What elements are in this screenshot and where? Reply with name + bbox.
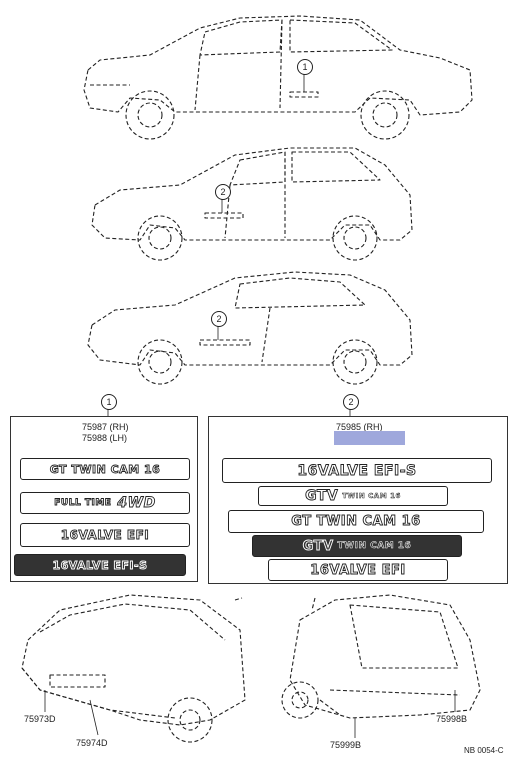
emblem-full-time-text: FULL TIME (54, 498, 112, 509)
redaction-bar (334, 431, 405, 445)
five-door-hatchback-illustration (91, 147, 413, 261)
emblem-16valve-efi-s-large: 16VALVE EFI-S (222, 458, 492, 483)
front-bumper-view-illustration (21, 594, 246, 743)
part-label-75998b: 75998B (436, 714, 468, 724)
figure-code: NB 0054-C (464, 746, 504, 755)
part-label-75973d: 75973D (24, 714, 56, 724)
group1-part-lh: 75988 (LH) (82, 433, 128, 443)
part-label-75999b: 75999B (330, 740, 362, 750)
rear-bumper-view-illustration (281, 594, 481, 719)
callout-2-group-header: 2 (343, 394, 359, 410)
emblem-16valve-efi-large: 16VALVE EFI (268, 559, 448, 581)
emblem-twin-cam-small-text: TWIN CAM 16 (342, 492, 401, 501)
three-door-hatchback-illustration (87, 271, 413, 385)
emblem-16valve-efi: 16VALVE EFI (20, 523, 190, 547)
emblem-gt-twin-cam-16: GT TWIN CAM 16 (20, 458, 190, 480)
emblem-full-time-4wd: FULL TIME 4WD (20, 492, 190, 514)
emblem-gtv-text: GTV (305, 488, 339, 505)
callout-1-on-sedan: 1 (297, 59, 313, 75)
emblem-gtv-twin-cam-16-dark: GTV TWIN CAM 16 (252, 535, 462, 557)
emblem-16valve-efi-s: 16VALVE EFI-S (14, 554, 186, 576)
callout-1-group-header: 1 (101, 394, 117, 410)
emblem-4wd-text: 4WD (117, 495, 156, 512)
emblem-gtv-dark-text: GTV (302, 538, 334, 554)
callout-2-on-five-door: 2 (215, 184, 231, 200)
emblem-twin-cam-dark-text: TWIN CAM 16 (337, 541, 412, 552)
part-label-75974d: 75974D (76, 738, 108, 748)
emblem-gt-twin-cam-16-large: GT TWIN CAM 16 (228, 510, 484, 533)
emblem-gtv-twin-cam-16: GTV TWIN CAM 16 (258, 486, 448, 506)
group1-part-rh: 75987 (RH) (82, 422, 129, 432)
callout-2-on-three-door: 2 (211, 311, 227, 327)
group2-part-rh: 75985 (RH) (336, 422, 383, 432)
sedan-car-illustration (83, 15, 473, 140)
